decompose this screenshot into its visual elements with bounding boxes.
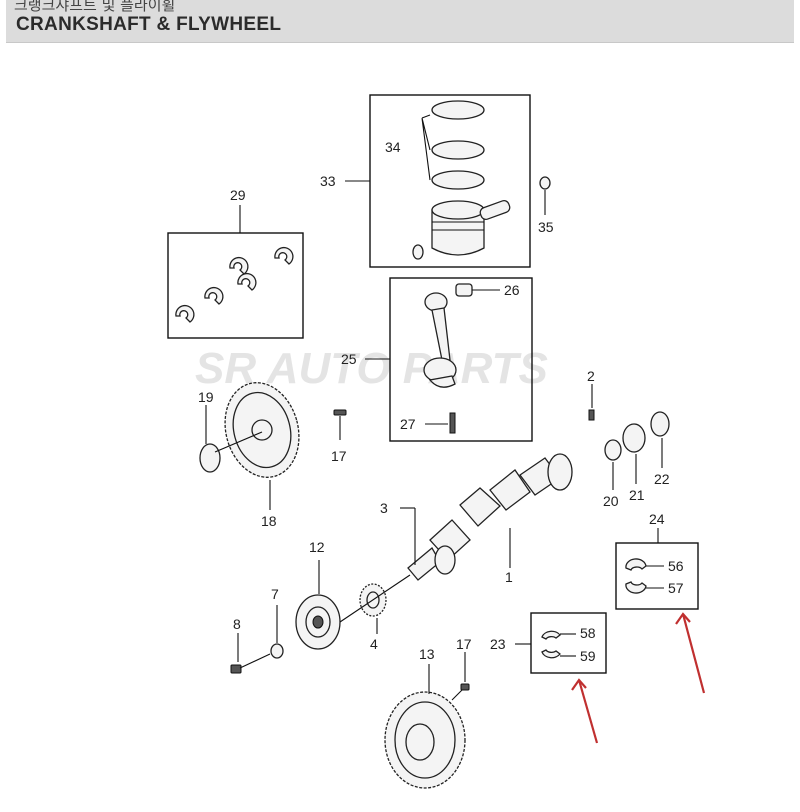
label-25: 25	[341, 351, 357, 367]
label-12: 12	[309, 539, 325, 555]
label-22: 22	[654, 471, 670, 487]
damper-pulley-12	[295, 594, 341, 650]
ring-20	[604, 439, 622, 461]
bearing-59	[541, 649, 561, 659]
label-56: 56	[668, 558, 684, 574]
label-27: 27	[400, 416, 416, 432]
ring-gear-13	[384, 691, 466, 789]
bolt-17-lower	[451, 683, 470, 701]
bolt-17-upper	[333, 409, 347, 416]
shaft-axis	[339, 574, 411, 623]
header-bar: 크랭크샤프트 및 플라이휠 CRANKSHAFT & FLYWHEEL	[6, 0, 794, 43]
label-34: 34	[385, 139, 401, 155]
bearing-58	[541, 630, 561, 640]
seal-22	[650, 411, 670, 437]
piston	[431, 200, 485, 256]
label-19: 19	[198, 389, 214, 405]
bearing-57	[625, 581, 647, 594]
label-24: 24	[649, 511, 665, 527]
rod-bolt-27	[449, 412, 456, 434]
label-23: 23	[490, 636, 506, 652]
flywheel-axis	[214, 431, 263, 453]
flywheel	[224, 382, 300, 478]
bearing-box-29	[167, 232, 304, 339]
header-title: CRANKSHAFT & FLYWHEEL	[16, 14, 282, 35]
label-7: 7	[271, 586, 279, 602]
bearing-box-23	[530, 612, 607, 674]
label-2: 2	[587, 368, 595, 384]
label-21: 21	[629, 487, 645, 503]
snap-ring-35	[539, 176, 551, 190]
header-subtitle: 크랭크샤프트 및 플라이휠	[14, 0, 176, 14]
leader-34	[421, 114, 431, 181]
label-13: 13	[419, 646, 435, 662]
label-20: 20	[603, 493, 619, 509]
piston-rings	[431, 100, 485, 190]
piston-pin	[479, 199, 511, 221]
pin-2	[588, 409, 595, 421]
label-29: 29	[230, 187, 246, 203]
bearing-21	[622, 423, 646, 453]
label-57: 57	[668, 580, 684, 596]
label-17-upper: 17	[331, 448, 347, 464]
washer-7	[270, 643, 284, 659]
arrow-56-57	[675, 612, 706, 694]
label-18: 18	[261, 513, 277, 529]
label-33: 33	[320, 173, 336, 189]
rod-bushing-26	[455, 283, 473, 297]
label-17-lower: 17	[456, 636, 472, 652]
label-3: 3	[380, 500, 388, 516]
connecting-rod	[423, 292, 457, 388]
crankshaft	[407, 453, 573, 581]
pin-clip	[412, 244, 424, 260]
label-58: 58	[580, 625, 596, 641]
label-35: 35	[538, 219, 554, 235]
bolt-8	[230, 653, 271, 674]
arrow-58-59	[571, 678, 599, 744]
label-26: 26	[504, 282, 520, 298]
main-bearings	[175, 247, 294, 323]
label-4: 4	[370, 636, 378, 652]
bearing-56	[625, 558, 647, 571]
label-1: 1	[505, 569, 513, 585]
bearing-box-24	[615, 542, 699, 610]
label-8: 8	[233, 616, 241, 632]
flywheel-plate-19	[199, 443, 221, 473]
label-59: 59	[580, 648, 596, 664]
